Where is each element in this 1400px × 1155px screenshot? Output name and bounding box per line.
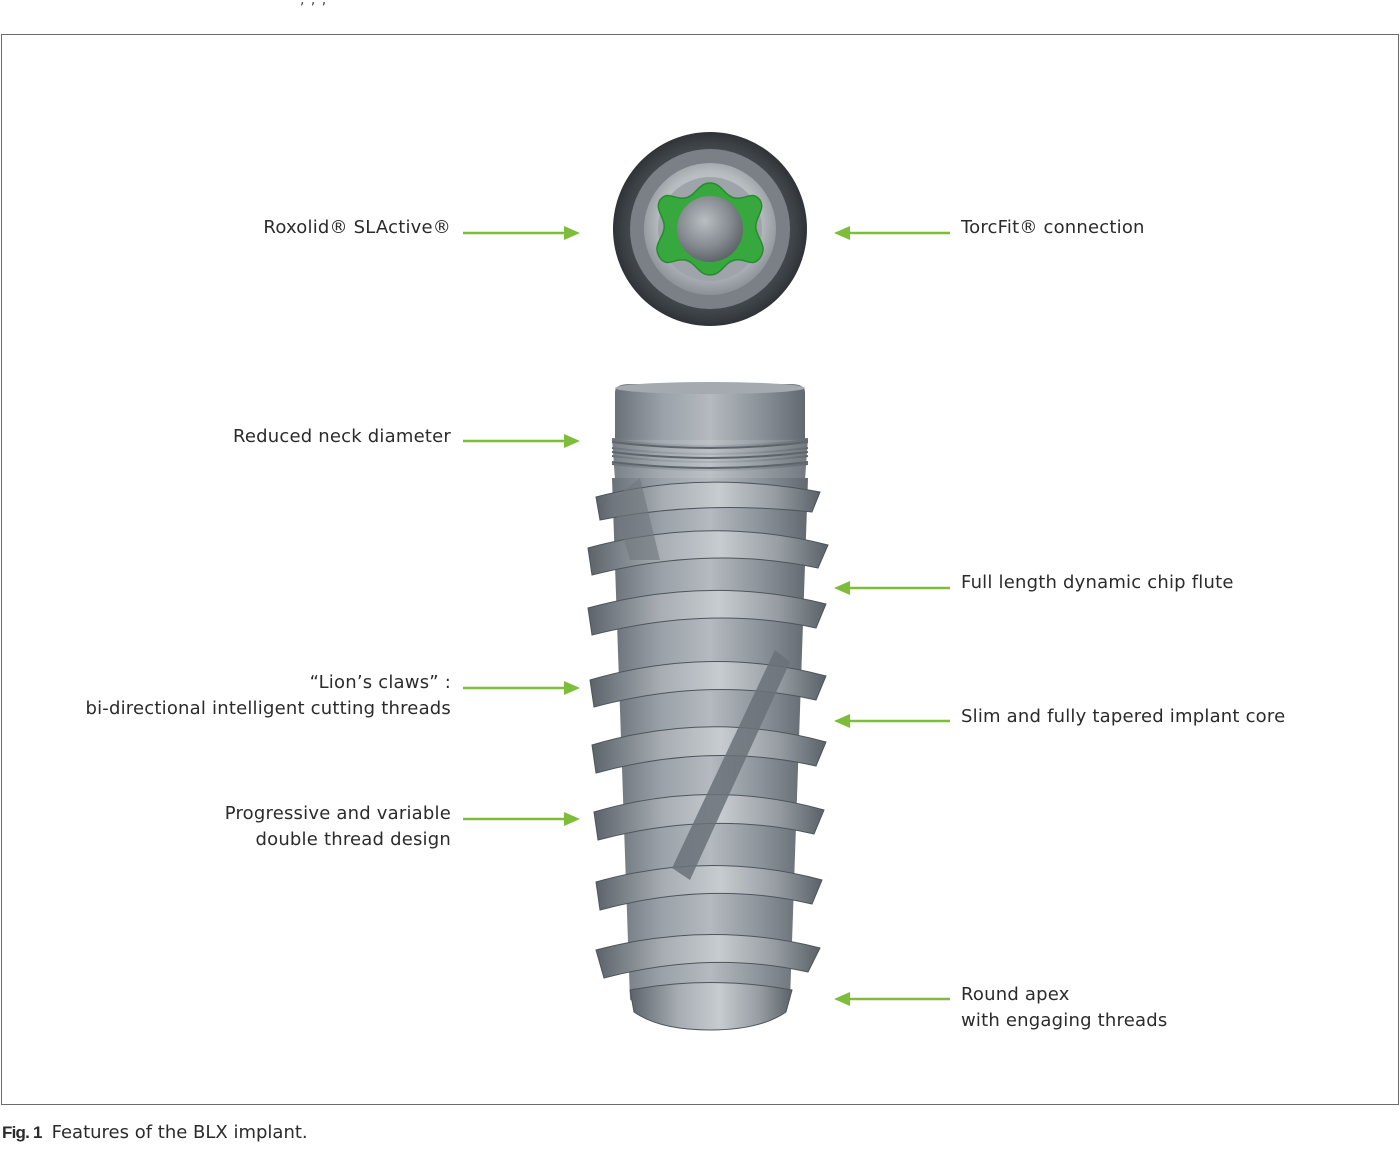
callout-arrows bbox=[463, 226, 950, 1006]
label-torcfit: TorcFit® connection bbox=[961, 217, 1145, 238]
label-round-apex: Round apex with engaging threads bbox=[961, 982, 1167, 1034]
label-round-apex-line2: with engaging threads bbox=[961, 1010, 1168, 1031]
arrow-roxolid bbox=[463, 226, 580, 240]
label-round-apex-line1: Round apex bbox=[961, 984, 1070, 1005]
arrow-torcfit bbox=[834, 226, 950, 240]
label-progressive-line1: Progressive and variable bbox=[224, 803, 451, 824]
label-progressive-line2: double thread design bbox=[255, 829, 451, 850]
figure-caption: Fig. 1 Features of the BLX implant. bbox=[2, 1122, 308, 1143]
figure-number: Fig. 1 bbox=[2, 1123, 42, 1142]
label-slim-core: Slim and fully tapered implant core bbox=[961, 706, 1286, 727]
arrow-progressive bbox=[463, 812, 580, 826]
cropped-text-fragment: , , , bbox=[300, 0, 328, 8]
arrow-lions-claws bbox=[463, 681, 580, 695]
label-chip-flute: Full length dynamic chip flute bbox=[961, 572, 1234, 593]
figure-caption-text: Features of the BLX implant. bbox=[51, 1122, 308, 1143]
screw-channel bbox=[677, 196, 743, 262]
arrow-slim-core bbox=[834, 714, 950, 728]
arrow-reduced-neck bbox=[463, 434, 580, 448]
chip-flute bbox=[672, 650, 790, 880]
implant-top-view bbox=[613, 132, 807, 326]
label-reduced-neck: Reduced neck diameter bbox=[232, 426, 451, 447]
implant-side-view bbox=[587, 382, 829, 1031]
label-lions-claws: “Lion’s claws” : bi-directional intellig… bbox=[85, 670, 451, 722]
label-roxolid: Roxolid® SLActive® bbox=[263, 217, 451, 238]
label-progressive: Progressive and variable double thread d… bbox=[225, 801, 451, 853]
implant-neck-cap bbox=[615, 384, 805, 440]
label-lions-claws-line2: bi-directional intelligent cutting threa… bbox=[85, 698, 451, 719]
label-lions-claws-line1: “Lion’s claws” : bbox=[309, 672, 451, 693]
arrow-chip-flute bbox=[834, 581, 950, 595]
arrow-round-apex bbox=[834, 992, 950, 1006]
round-apex bbox=[629, 982, 793, 1031]
